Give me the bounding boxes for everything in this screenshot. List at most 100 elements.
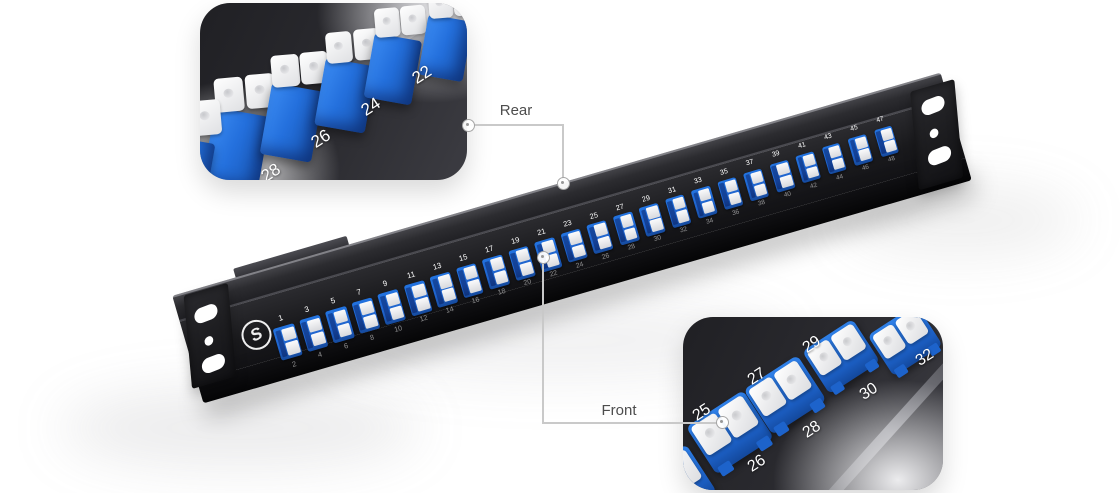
lc-duplex-adapter [377,288,407,326]
dust-cap [645,205,661,220]
front-port-number-bottom: 28 [799,417,824,442]
rear-callout-marker-panel [557,177,570,190]
dust-cap [200,98,222,137]
dust-cap [776,162,791,176]
front-callout-marker-panel [537,251,550,264]
port [690,185,718,220]
port [324,305,355,344]
dust-cap [519,261,535,277]
soft-shadow [60,388,420,468]
dust-cap [805,165,820,180]
dust-cap [385,291,401,307]
dust-cap [337,322,353,338]
port [821,142,848,175]
dust-cap [567,231,583,246]
front-label: Front [601,402,637,419]
lc-duplex-adapter [507,245,537,282]
lc-duplex-adapter [559,228,589,264]
port [664,194,692,228]
dust-cap [619,213,635,229]
port [455,262,485,299]
dust-cap [306,317,323,333]
dust-cap [857,148,872,162]
dust-cap [701,200,716,215]
port [481,254,511,291]
dust-cap [593,222,609,237]
lc-duplex-adapter [716,176,744,211]
lc-duplex-adapter [272,323,303,361]
dust-cap [373,6,401,38]
dust-cap [597,235,612,250]
port [795,151,822,184]
dust-cap [854,136,868,150]
dust-cap [571,244,587,259]
dust-cap [493,270,509,285]
dust-cap [698,188,713,202]
dust-cap [623,226,638,241]
dust-cap [884,139,898,153]
lc-duplex-adapter [350,297,381,335]
dust-cap [441,287,457,303]
port-number-top: 39 [771,149,781,159]
port [429,271,459,308]
dust-cap [284,339,301,356]
front-callout-line-vertical [542,260,544,423]
lc-duplex-adapter [664,194,692,228]
dust-cap [427,3,454,19]
dust-cap [515,248,531,263]
port [507,245,537,282]
lc-duplex-adapter [403,280,433,317]
port [586,219,614,255]
dust-cap [750,170,765,185]
dust-cap [880,127,894,141]
lc-duplex-adapter [873,125,900,158]
dust-cap [831,156,846,171]
dust-cap [415,296,431,312]
lc-duplex-adapter [847,133,874,167]
lc-duplex-adapter [481,254,511,291]
dust-cap [452,3,467,17]
lc-duplex-adapter [455,262,485,299]
lc-duplex-adapter [429,271,459,308]
lc-duplex-adapter [690,185,718,220]
front-port-number-bottom: 30 [856,379,881,404]
dust-cap [724,179,739,194]
rear-callout-line-horizontal [470,124,564,126]
port [298,314,329,352]
lc-duplex-adapter [795,151,822,184]
port [272,323,303,361]
dust-cap [323,30,353,64]
dust-cap [649,217,664,232]
port [847,133,874,167]
dust-cap [753,183,768,197]
lc-duplex-adapter [298,314,329,352]
dust-cap [779,174,794,188]
port-number-top: 37 [745,158,755,168]
port [350,297,381,335]
dust-cap [802,153,816,167]
dust-cap [280,325,297,342]
port-number-top: 1 [277,312,284,323]
lc-duplex-adapter [612,211,640,246]
front-callout-marker-inset [716,416,729,429]
front-callout-line-horizontal [542,422,718,424]
dust-cap [727,191,742,206]
port [742,168,770,202]
port [638,202,666,237]
port [716,176,744,211]
dust-cap [411,282,427,298]
lc-duplex-adapter [742,168,770,202]
dust-cap [489,256,505,272]
dust-cap [463,265,479,281]
adapter-body [200,133,216,180]
dust-cap [389,305,405,321]
dust-cap [467,278,483,294]
lc-duplex-adapter [821,142,848,175]
dust-cap [310,331,327,347]
port [769,159,796,193]
dust-cap [437,274,453,290]
dust-cap [363,313,379,329]
port [612,211,640,246]
